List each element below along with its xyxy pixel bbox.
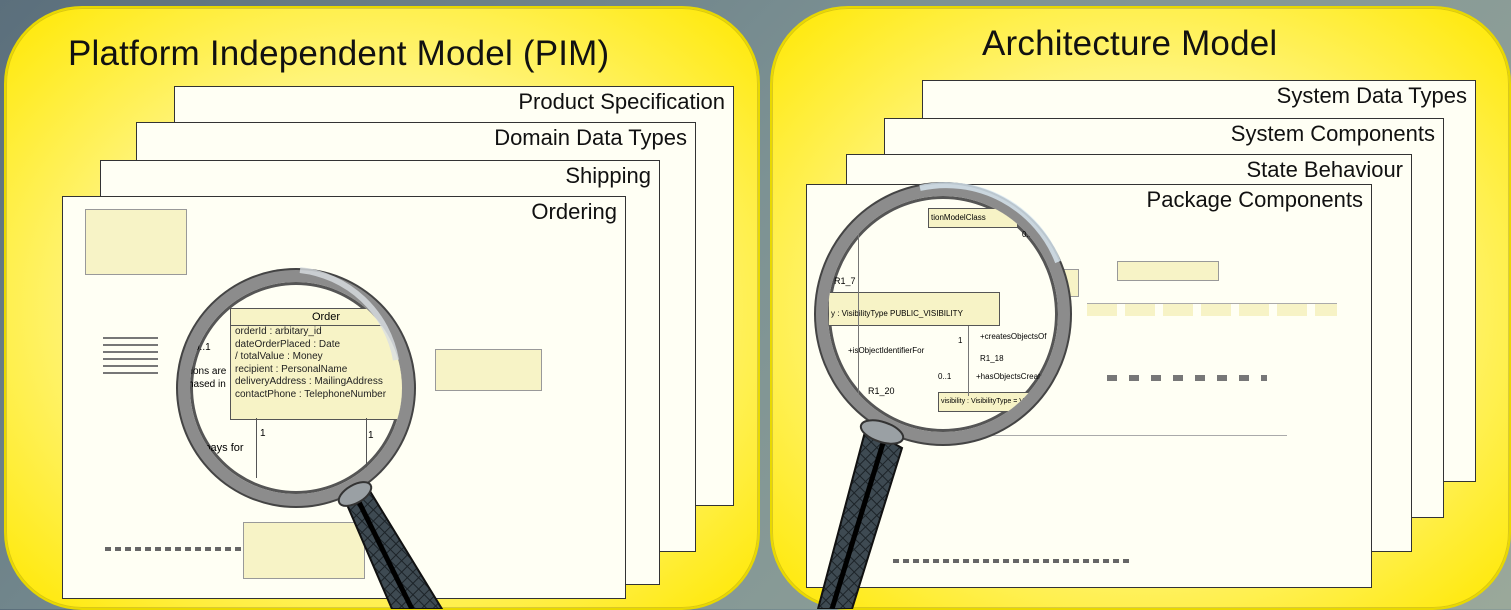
uml-line [858, 224, 859, 424]
sheet-label: Product Specification [514, 89, 725, 115]
uml-class: y : VisibilityType PUBLIC_VISIBILITY [828, 292, 1000, 326]
sheet-label: Ordering [527, 199, 617, 225]
magnifier-lens: Order orderId : arbitary_id dateOrderPla… [178, 270, 414, 506]
sheet-label: Domain Data Types [490, 125, 687, 151]
multiplicity: 0..1 [938, 372, 952, 381]
multiplicity: 0..1 [1022, 210, 1036, 219]
relationship-label: R1_20 [868, 386, 895, 396]
mini-class-box [85, 209, 187, 275]
arch-title: Architecture Model [982, 24, 1278, 63]
mini-class-box [1117, 261, 1219, 281]
role-label: +isObjectIdentifierFor [848, 346, 925, 355]
relationship-label: R1_7 [834, 276, 856, 286]
architecture-panel: Architecture Model System Data Types Sys… [770, 6, 1511, 610]
mini-row [1107, 375, 1267, 381]
side-text: tions are [188, 366, 227, 377]
class-name: Order [231, 309, 402, 326]
attribute: orderId : arbitary_id [235, 326, 322, 337]
attribute: deliveryAddress : MailingAddress [235, 376, 383, 388]
mini-class-box [243, 522, 365, 579]
uml-class: visibility : VisibilityType = Visibi [938, 392, 1058, 412]
sheet-label: System Data Types [1272, 83, 1467, 109]
sheet-label: Package Components [1142, 187, 1363, 213]
mini-row [1087, 303, 1337, 316]
mini-line [947, 435, 1287, 436]
mini-footer-text [893, 559, 1133, 563]
attribute: dateOrderPlaced : Date [235, 338, 341, 350]
association-line [256, 418, 257, 478]
attribute: recipient : PersonalName [235, 363, 348, 375]
association-label: +pays for [198, 442, 244, 454]
order-class-box: Order orderId : arbitary_id dateOrderPla… [230, 308, 402, 420]
uml-line [968, 326, 969, 396]
role-label: +createsObjectsOf [980, 332, 1047, 341]
sheet-label: System Components [1226, 121, 1435, 147]
attribute: contactPhone : TelephoneNumber [235, 388, 387, 400]
multiplicity: 1 [958, 336, 963, 345]
multiplicity: 0..* [1022, 230, 1035, 239]
association-line [366, 418, 367, 478]
sheet-label: Shipping [561, 163, 651, 189]
uml-class: tionModelClass [928, 208, 1018, 228]
multiplicity: 0..1 [194, 342, 211, 353]
attribute: / totalValue : Money [235, 351, 323, 363]
mini-text [103, 337, 158, 377]
multiplicity: 1 [260, 428, 266, 439]
magnifier-lens: tionModelClass 0..1 0..* R1_7 y : Visibi… [816, 184, 1070, 444]
mini-footer-text [105, 547, 295, 551]
sheet-label: State Behaviour [1242, 157, 1403, 183]
relationship-label: R1_18 [980, 354, 1004, 363]
side-text: hased in [188, 379, 226, 390]
pim-title: Platform Independent Model (PIM) [68, 34, 610, 73]
multiplicity: 1 [368, 430, 374, 441]
pim-panel: Platform Independent Model (PIM) Product… [4, 6, 760, 610]
mini-class-box [435, 349, 542, 391]
role-label: +hasObjectsCreatedBy [976, 372, 1059, 381]
